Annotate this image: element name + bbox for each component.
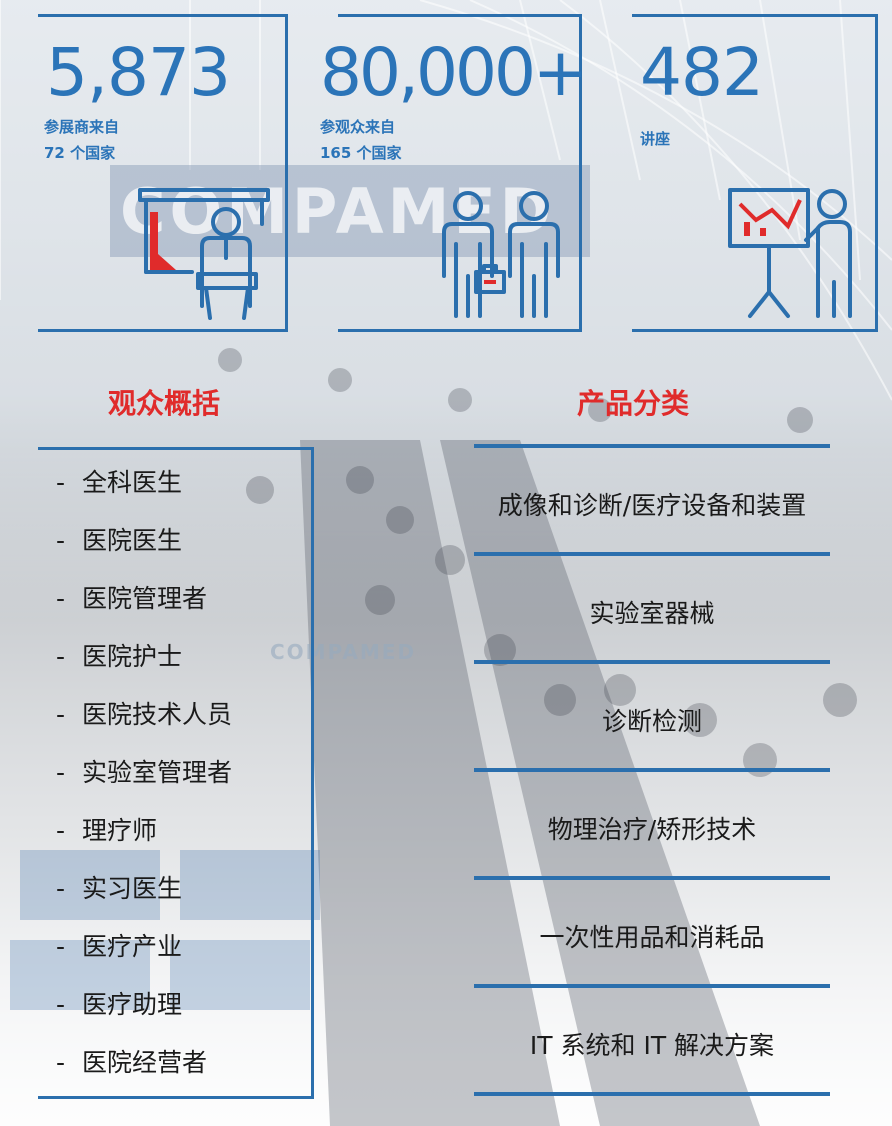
card-border-right [875,14,878,332]
list-item: -实习医生 [56,869,182,905]
list-bullet: - [56,526,66,555]
card-border-bottom [38,329,288,332]
stat-card-visitors: 80,000+ 参观众来自 165 个国家 [320,14,588,332]
stat-label-line1: 参展商来自 [44,118,120,136]
presenter-podium-icon [138,188,270,320]
list-bullet: - [56,990,66,1019]
card-border-top [338,14,582,17]
product-category-item: 一次性用品和消耗品 [539,923,765,952]
product-category-item: 物理治疗/矫形技术 [547,815,757,844]
stat-number: 80,000+ [320,34,588,111]
list-item-label: 医院经营者 [82,1048,208,1077]
list-bullet: - [56,1048,66,1077]
list-item: -医院管理者 [56,579,207,615]
list-bullet: - [56,584,66,613]
list-item: -医疗产业 [56,927,182,963]
list-item-label: 医疗产业 [82,932,183,961]
product-category-item: 诊断检测 [601,707,702,736]
product-category-item: 成像和诊断/医疗设备和装置 [497,491,807,520]
product-divider [474,876,830,880]
list-item: -实验室管理者 [56,753,232,789]
stat-label-line2: 72 个国家 [44,144,116,162]
product-divider [474,552,830,556]
list-item-label: 实习医生 [82,874,183,903]
list-item: -全科医生 [56,463,182,499]
products-title: 产品分类 [577,387,690,420]
stat-label-line2: 165 个国家 [320,144,402,162]
list-bullet: - [56,700,66,729]
stat-label-line1: 参观众来自 [320,118,396,136]
audience-title: 观众概括 [108,387,221,420]
product-divider [474,660,830,664]
list-item-label: 医院技术人员 [82,700,233,729]
list-item-label: 医院管理者 [82,584,208,613]
list-bullet: - [56,816,66,845]
list-border-top [38,447,314,450]
lecture-chart-icon [728,188,852,318]
list-item-label: 医疗助理 [82,990,183,1019]
booth-sign-text: COMPAMED [270,640,417,664]
list-item-label: 实验室管理者 [82,758,233,787]
list-bullet: - [56,932,66,961]
card-border-right [285,14,288,332]
product-category-item: IT 系统和 IT 解决方案 [529,1031,775,1060]
list-border-right [311,447,314,1099]
list-item: -医院护士 [56,637,182,673]
list-item: -医院经营者 [56,1043,207,1079]
product-divider [474,444,830,448]
product-divider [474,984,830,988]
card-border-top [632,14,878,17]
stat-label-line1: 讲座 [640,130,671,148]
list-item: -医疗助理 [56,985,182,1021]
stat-card-exhibitors: 5,873 参展商来自 72 个国家 [38,14,288,332]
list-bullet: - [56,468,66,497]
list-item: -医院医生 [56,521,182,557]
list-item: -理疗师 [56,811,157,847]
list-item-label: 医院医生 [82,526,183,555]
card-border-right [579,14,582,332]
card-border-top [38,14,288,17]
audience-list: -全科医生-医院医生-医院管理者-医院护士-医院技术人员-实验室管理者-理疗师-… [38,447,314,1099]
product-category-item: 实验室器械 [589,599,715,628]
stat-card-lectures: 482 讲座 [632,14,878,332]
list-item-label: 全科医生 [82,468,183,497]
list-bullet: - [56,874,66,903]
product-divider [474,768,830,772]
card-border-bottom [632,329,878,332]
list-item: -医院技术人员 [56,695,232,731]
stat-number: 5,873 [46,34,231,111]
list-item-label: 医院护士 [82,642,183,671]
list-bullet: - [56,642,66,671]
card-border-bottom [338,329,582,332]
visitors-icon [442,191,560,318]
product-divider [474,1092,830,1096]
list-bullet: - [56,758,66,787]
list-border-bottom [38,1096,314,1099]
list-item-label: 理疗师 [82,816,158,845]
stat-number: 482 [640,34,764,111]
